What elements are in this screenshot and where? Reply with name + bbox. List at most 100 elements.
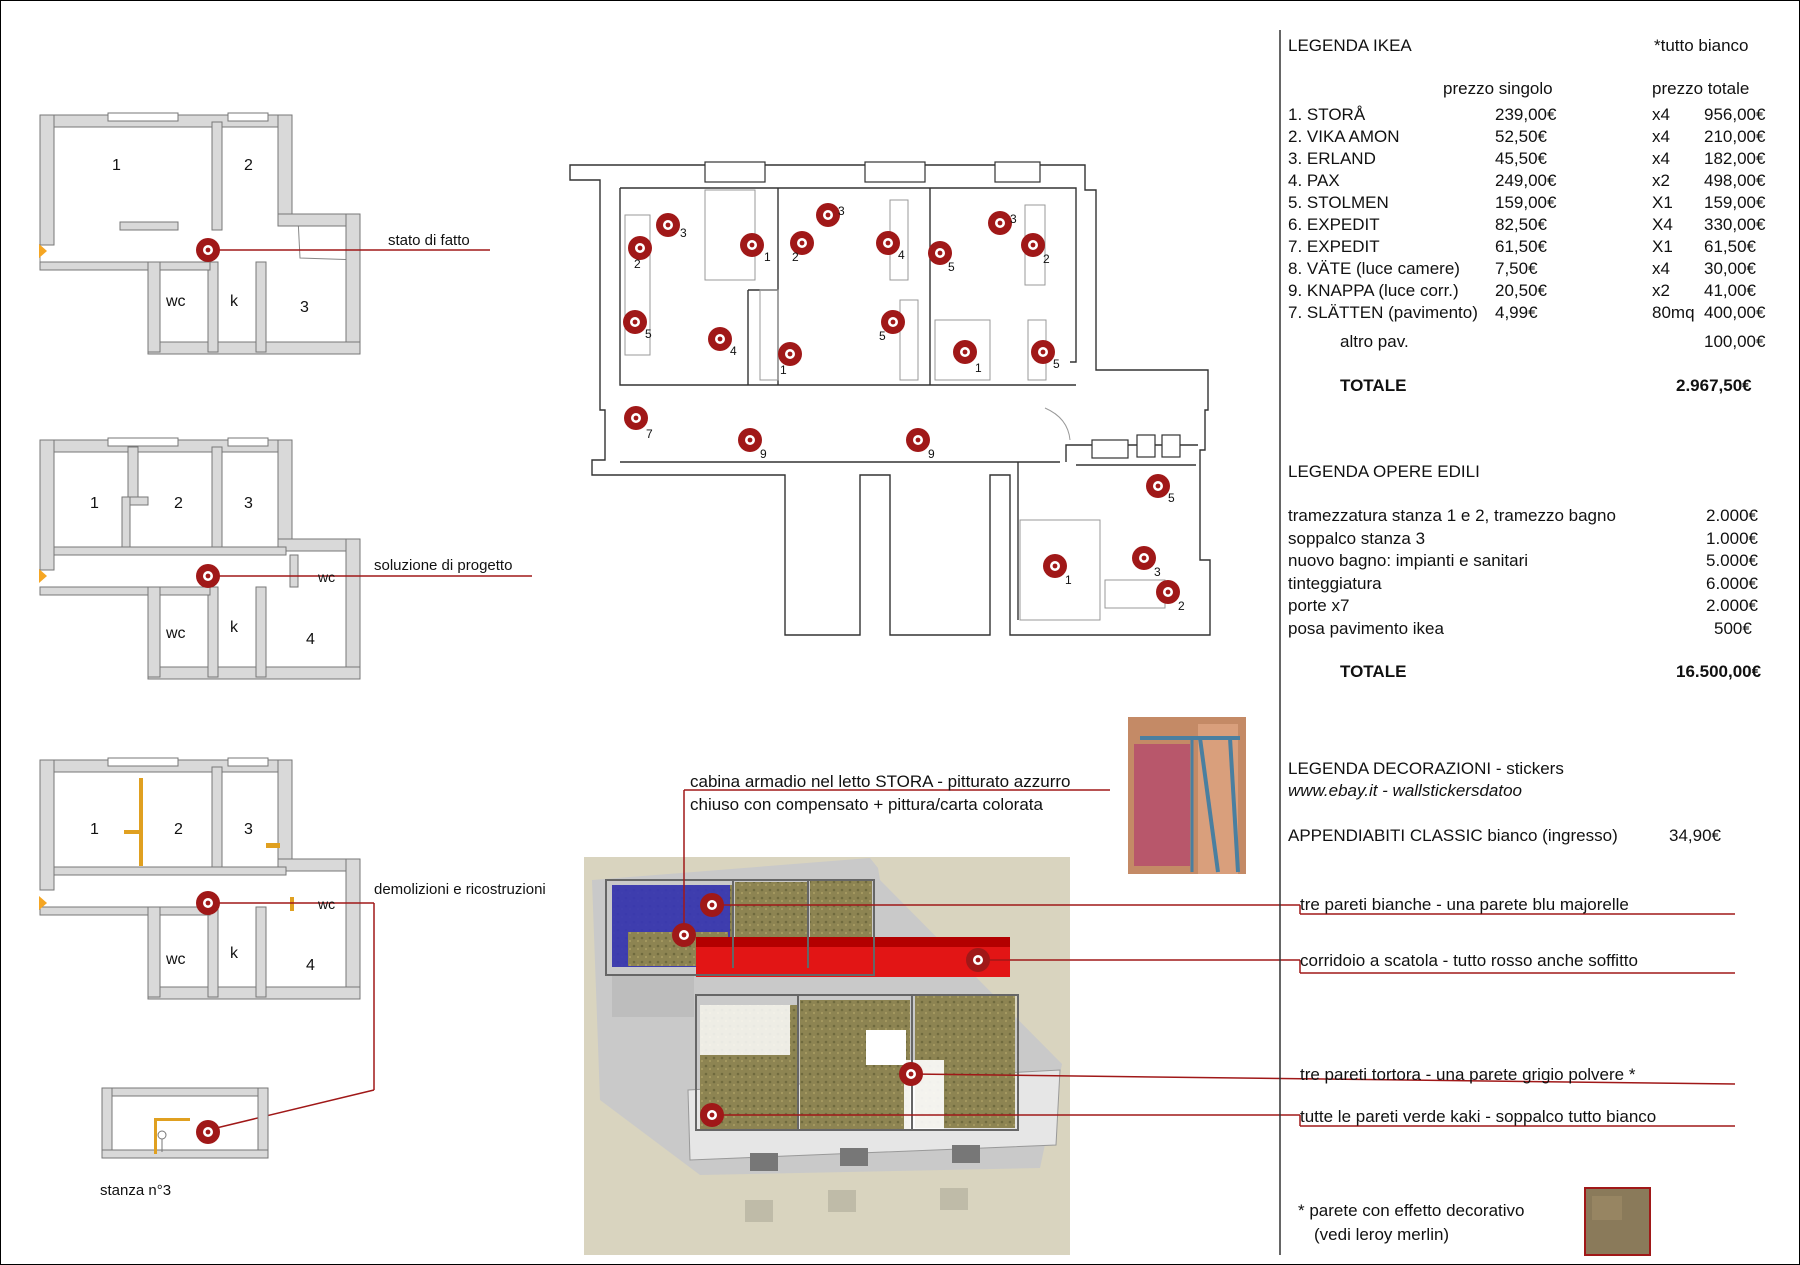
callout-top-line2: chiuso con compensato + pittura/carta co… (690, 795, 1043, 814)
appendiabiti-price: 34,90€ (1669, 826, 1721, 845)
callout-tortora-walls: tre pareti tortora - una parete grigio p… (1300, 1065, 1636, 1084)
opere-row-value: 2.000€ (1706, 506, 1758, 525)
main-plan-marker-label: 5 (1053, 357, 1060, 371)
plan1-room-k: k (230, 293, 238, 310)
ikea-row-total: 210,00€ (1704, 127, 1766, 146)
ikea-row-total: 182,00€ (1704, 149, 1766, 168)
main-plan-marker-label: 3 (1154, 565, 1161, 579)
opere-row-name: tramezzatura stanza 1 e 2, tramezzo bagn… (1288, 506, 1616, 525)
ikea-row-name: 7. EXPEDIT (1288, 237, 1380, 256)
plan3-room-wc-b: wc (166, 951, 186, 968)
main-plan-marker-label: 1 (975, 361, 982, 375)
plan1-room-3: 3 (300, 299, 309, 316)
main-plan-marker-label: 5 (645, 327, 652, 341)
plan3-room-3: 3 (244, 821, 253, 838)
ikea-row-name: 7. SLÄTTEN (pavimento) (1288, 303, 1478, 322)
ikea-row-total: 330,00€ (1704, 215, 1766, 234)
plan1-caption: stato di fatto (388, 232, 470, 249)
ikea-row-name: 9. KNAPPA (luce corr.) (1288, 281, 1459, 300)
main-plan-marker (1031, 340, 1055, 364)
ikea-row-total: 159,00€ (1704, 193, 1766, 212)
plan3-room-k: k (230, 945, 238, 962)
opere-title: LEGENDA OPERE EDILI (1288, 462, 1480, 481)
plan2-room-1: 1 (90, 495, 99, 512)
plan3-room-1: 1 (90, 821, 99, 838)
plan3-room-4: 4 (306, 957, 315, 974)
ikea-row-name: 3. ERLAND (1288, 149, 1376, 168)
main-plan-marker (1156, 580, 1180, 604)
ikea-extra-name: altro pav. (1340, 332, 1409, 351)
ikea-row-single: 82,50€ (1495, 215, 1547, 234)
main-plan-marker (1132, 546, 1156, 570)
opere-row-name: tinteggiatura (1288, 573, 1382, 593)
ikea-row-qty: X1 (1652, 193, 1673, 212)
ikea-row-single: 20,50€ (1495, 281, 1547, 300)
ikea-note: *tutto bianco (1654, 36, 1749, 55)
main-floor-plan (569, 164, 1211, 636)
main-plan-marker-label: 2 (792, 250, 799, 264)
plan1-room-1: 1 (112, 157, 121, 174)
plan1-room-2: 2 (244, 157, 253, 174)
ikea-col-single: prezzo singolo (1443, 79, 1553, 98)
opere-row-name: nuovo bagno: impianti e sanitari (1288, 551, 1529, 570)
ikea-row-name: 1. STORÅ (1288, 105, 1366, 124)
ikea-row-single: 159,00€ (1495, 193, 1557, 212)
ikea-row-single: 239,00€ (1495, 105, 1557, 124)
render-3d (584, 857, 1070, 1255)
main-plan-marker (708, 327, 732, 351)
main-plan-marker-label: 9 (928, 447, 935, 461)
plan-demolizioni-e-ricostruzioni (39, 757, 361, 1000)
plan2-room-wc-a: wc (318, 569, 336, 585)
main-plan-marker-label: 2 (1178, 599, 1185, 613)
main-plan-marker-label: 4 (730, 344, 737, 358)
opere-row-value: 1.000€ (1706, 528, 1758, 548)
footnote-line1: * parete con effetto decorativo (1298, 1201, 1525, 1220)
ikea-title: LEGENDA IKEA (1288, 36, 1412, 55)
opere-row-name: soppalco stanza 3 (1288, 528, 1426, 548)
ikea-row-qty: 80mq (1652, 303, 1695, 322)
ikea-row-single: 45,50€ (1495, 149, 1547, 168)
plan2-room-4: 4 (306, 631, 315, 648)
appendiabiti-label: APPENDIABITI CLASSIC bianco (ingresso) (1288, 826, 1618, 845)
ikea-total-label: TOTALE (1340, 376, 1407, 395)
callout-top-line1: cabina armadio nel letto STORA - pittura… (690, 772, 1071, 791)
main-plan-marker-label: 1 (780, 363, 787, 377)
main-plan-marker (740, 233, 764, 257)
main-plan-marker-label: 2 (1043, 252, 1050, 266)
main-plan-marker-label: 7 (646, 427, 653, 441)
ikea-row-qty: x4 (1652, 259, 1670, 278)
plan3-room-2: 2 (174, 821, 183, 838)
main-plan-marker-label: 5 (879, 329, 886, 343)
opere-row-value: 500€ (1714, 618, 1752, 638)
main-plan-marker (623, 310, 647, 334)
decor-title: LEGENDA DECORAZIONI - stickers (1288, 759, 1564, 778)
ikea-row-qty: X4 (1652, 215, 1673, 234)
main-plan-marker (624, 406, 648, 430)
ikea-row-qty: X1 (1652, 237, 1673, 256)
plan3-room-wc-a: wc (318, 896, 336, 912)
main-plan-marker (988, 211, 1012, 235)
opere-row-value: 2.000€ (1706, 596, 1758, 615)
plan3-caption: demolizioni e ricostruzioni (374, 881, 546, 898)
ikea-row-total: 498,00€ (1704, 171, 1766, 190)
main-plan-marker-label: 3 (680, 226, 687, 240)
ikea-row-qty: x4 (1652, 105, 1670, 124)
detail-caption: stanza n°3 (100, 1182, 172, 1199)
main-plan-marker-label: 5 (1168, 491, 1175, 505)
ikea-col-total: prezzo totale (1652, 79, 1750, 98)
ikea-row-total: 41,00€ (1704, 281, 1756, 300)
main-plan-marker-label: 1 (1065, 573, 1072, 587)
opere-row-value: 5.000€ (1706, 551, 1758, 570)
footnote-line2: (vedi leroy merlin) (1314, 1225, 1450, 1244)
ikea-row-name: 4. PAX (1288, 171, 1340, 190)
ikea-row-total: 30,00€ (1704, 259, 1756, 278)
ikea-extra-total: 100,00€ (1704, 332, 1766, 351)
ikea-row-qty: x4 (1652, 149, 1670, 168)
plan2-room-3: 3 (244, 495, 253, 512)
ikea-row-qty: x2 (1652, 281, 1670, 300)
plan2-room-wc-b: wc (166, 625, 186, 642)
loft-bed-photo (1128, 717, 1246, 874)
opere-total-value: 16.500,00€ (1676, 662, 1762, 681)
main-plan-marker-label: 3 (1010, 212, 1017, 226)
